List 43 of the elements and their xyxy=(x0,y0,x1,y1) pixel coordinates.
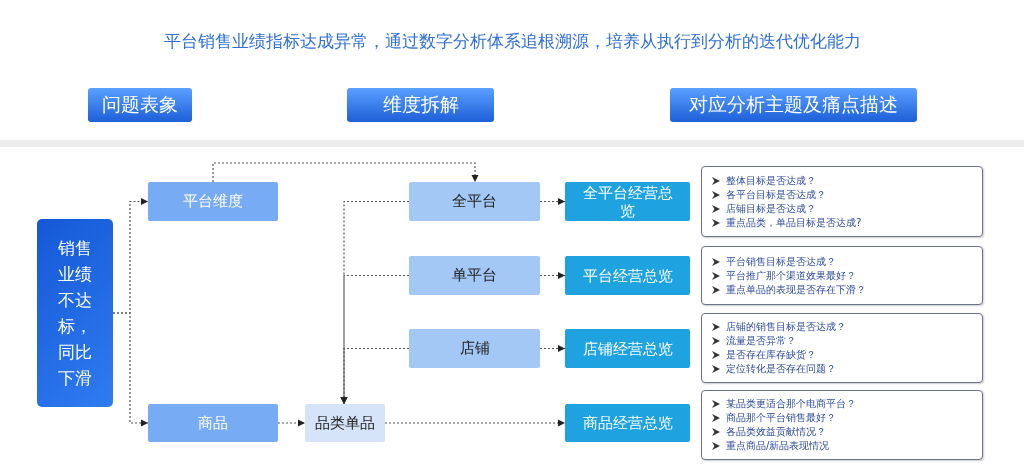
dimension-box: 商品 xyxy=(148,404,278,442)
question-text: 流量是否异常？ xyxy=(726,334,796,348)
question-text: 定位转化是否存在问题？ xyxy=(726,362,836,376)
question-text: 整体目标是否达成？ xyxy=(726,173,816,188)
arrow xyxy=(539,198,566,205)
question-panel xyxy=(701,246,983,305)
question-panel xyxy=(701,166,983,237)
question-text: 店铺目标是否达成？ xyxy=(726,201,816,216)
question-text: 重点单品的表现是否存在下滑？ xyxy=(726,282,866,297)
arrow xyxy=(384,419,566,427)
header-band: 对应分析主题及痛点描述 xyxy=(670,88,917,122)
question-text: 重点商品/新品表现情况 xyxy=(726,439,830,453)
question-text: 店铺的销售目标是否达成？ xyxy=(726,320,846,334)
arrow xyxy=(212,162,479,183)
analysis-topic-box: 店铺经营总览 xyxy=(565,329,690,368)
header-band: 问题表象 xyxy=(88,88,192,122)
sub-dimension-box: 店铺 xyxy=(409,329,540,368)
question-text: 某品类更适合那个电商平台？ xyxy=(726,397,856,411)
question-text: 商品那个平台销售最好？ xyxy=(726,411,836,425)
question-text: 各平台目标是否达成？ xyxy=(726,187,826,202)
arrow xyxy=(539,345,566,352)
question-text: 平台销售目标是否达成？ xyxy=(726,254,836,269)
analysis-topic-box: 平台经营总览 xyxy=(565,256,690,295)
question-text: 各品类效益贡献情况？ xyxy=(726,425,826,439)
arrow xyxy=(112,312,149,427)
question-text: 是否存在库存缺货？ xyxy=(726,348,816,362)
arrow xyxy=(340,347,410,405)
question-text: 平台推广那个渠道效果最好？ xyxy=(726,268,856,283)
sub-dimension-box: 单平台 xyxy=(409,256,540,295)
arrow xyxy=(539,272,566,279)
sub-dimension-box: 全平台 xyxy=(409,182,540,221)
question-panel xyxy=(701,390,983,460)
question-text: 重点品类，单品目标是否达成? xyxy=(726,215,862,230)
problem-box: 销售业绩不达标，同比下滑 xyxy=(37,219,113,407)
question-panel xyxy=(701,313,983,383)
analysis-topic-box: 全平台经营总览 xyxy=(565,182,690,221)
header-band: 维度拆解 xyxy=(347,88,494,122)
arrow xyxy=(277,419,306,427)
title: 平台销售业绩指标达成异常，通过数字分析体系追根溯源，培养从执行到分析的迭代优化能力 xyxy=(162,30,862,53)
analysis-topic-box: 商品经营总览 xyxy=(565,404,690,442)
sub-dimension-box: 品类单品 xyxy=(305,404,385,442)
arrow xyxy=(340,274,410,405)
dimension-box: 平台维度 xyxy=(148,182,278,221)
